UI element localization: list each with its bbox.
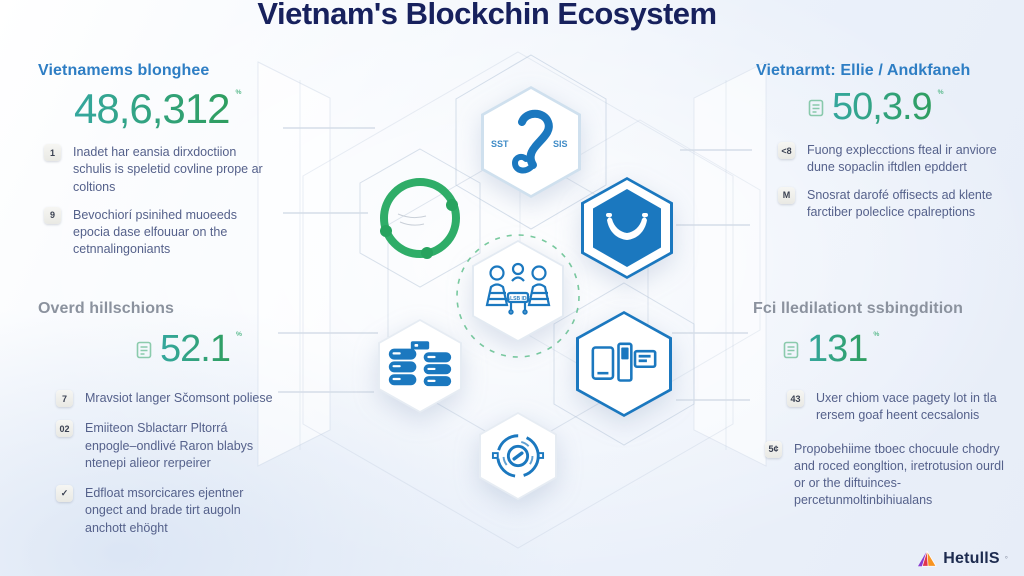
bullet-badge-icon: 02	[56, 420, 73, 438]
stat-value: 48,6,312	[74, 85, 230, 132]
logo-trademark: °	[1004, 554, 1008, 564]
hex-tile-secure	[479, 412, 557, 500]
item-text: Propobehiime tboec chocuule chodry and r…	[794, 441, 1004, 508]
bullet-badge-icon: ✓	[56, 485, 73, 502]
panel-heading: Vietnarmt: Ellie / Andkfaneh	[756, 62, 971, 79]
stat-suffix: %	[873, 330, 880, 338]
list-item: ✓ Edfloat msorcicares ejentner ongect an…	[56, 485, 290, 537]
logo-triangle-icon	[918, 550, 937, 567]
devices-icon	[591, 342, 657, 382]
recycle-ring-icon	[380, 178, 460, 259]
stat-right-bottom: 131 %	[781, 330, 1015, 368]
panel-heading: Vietnamems blonghee	[38, 62, 210, 79]
hex-tile-swan: SST SIS	[481, 86, 581, 198]
secure-link-icon	[491, 434, 545, 478]
brand-logo: HetullS °	[916, 550, 1008, 568]
database-icon	[388, 341, 452, 387]
list-item: 1 Inadet har eansia dirxdoctiion schulis…	[44, 144, 290, 196]
stat-suffix: %	[235, 330, 242, 338]
bullet-badge-icon: 43	[787, 390, 804, 407]
stat-value: 131	[807, 328, 868, 370]
bullet-badge-icon: M	[778, 186, 795, 204]
panel-heading: Fci lledilationt ssbingdition	[753, 300, 964, 317]
badge-right: SIS	[553, 139, 568, 149]
badge-left: SST	[491, 139, 509, 149]
item-text: Inadet har eansia dirxdoctiion schulis i…	[73, 145, 263, 194]
page-title: Vietnam's Blockchin Ecosystem	[257, 0, 717, 31]
document-icon	[808, 99, 824, 117]
panel-left-top: Vietnamems blonghee 48,6,312 % 1 Inadet …	[38, 62, 290, 259]
stat-suffix: %	[235, 88, 242, 96]
item-text: Emiiteon Sblactarr Pltorrá enpogle–ondli…	[85, 421, 254, 470]
hex-tile-database	[378, 319, 462, 413]
stat-left-top: 48,6,312 %	[74, 88, 290, 130]
stat-suffix: %	[937, 88, 944, 96]
item-text: Edfloat msorcicares ejentner ongect and …	[85, 486, 244, 535]
stat-left-bottom: 52.1 %	[134, 330, 290, 368]
item-text: Fuong explecctions fteal ir anviore dune…	[807, 143, 997, 175]
item-text: Mravsiot langer Sčomsont poliese	[85, 391, 273, 405]
stat-value: 50,3.9	[832, 86, 933, 128]
bullet-badge-icon: 9	[44, 206, 61, 224]
handshake-hex-icon	[606, 213, 648, 240]
stat-value: 52.1	[160, 328, 231, 370]
list-item: 5¢ Propobehiime tboec chocuule chodry an…	[765, 440, 1015, 510]
panel-right-top: Vietnarmt: Ellie / Andkfaneh 50,3.9 % <8…	[756, 62, 1012, 221]
bullet-badge-icon: 1	[44, 144, 61, 161]
bullet-badge-icon: 5¢	[765, 440, 782, 458]
panel-left-bottom: Overd hillschions 52.1 % 7 Mravsiot lang…	[38, 300, 290, 537]
bullet-badge-icon: <8	[778, 142, 795, 159]
meeting-label: ALSB IDF	[506, 296, 529, 302]
list-item: 02 Emiiteon Sblactarr Pltorrá enpogle–on…	[56, 420, 290, 472]
list-item: 9 Bevochiorí psinihed muoeeds epocia das…	[44, 206, 290, 259]
panel-heading: Overd hillschions	[38, 300, 174, 317]
hex-tile-meeting: ALSB IDF	[472, 240, 564, 342]
item-text: Snosrat darofé offisects ad klente farct…	[807, 187, 993, 219]
stat-right-top: 50,3.9 %	[806, 88, 1012, 126]
panel-right-bottom: Fci lledilationt ssbingdition 131 % 43 U…	[753, 300, 1015, 510]
bullet-badge-icon: 7	[56, 390, 73, 407]
swan-figure-icon: SST SIS	[491, 109, 568, 174]
team-meeting-icon: ALSB IDF	[485, 262, 551, 315]
document-icon	[783, 341, 799, 359]
hex-tile-handshake	[581, 177, 673, 279]
item-text: Uxer chiom vace pagety lot in tla rersem…	[816, 391, 997, 423]
document-icon	[136, 341, 152, 359]
hex-tile-devices	[576, 311, 672, 417]
item-text: Bevochiorí psinihed muoeeds epocia dase …	[73, 207, 237, 257]
logo-text: HetullS	[943, 550, 1000, 567]
list-item: 7 Mravsiot langer Sčomsont poliese	[56, 390, 290, 407]
list-item: <8 Fuong explecctions fteal ir anviore d…	[778, 142, 1012, 177]
list-item: M Snosrat darofé offisects ad klente far…	[778, 186, 1012, 222]
list-item: 43 Uxer chiom vace pagety lot in tla rer…	[787, 390, 1015, 425]
